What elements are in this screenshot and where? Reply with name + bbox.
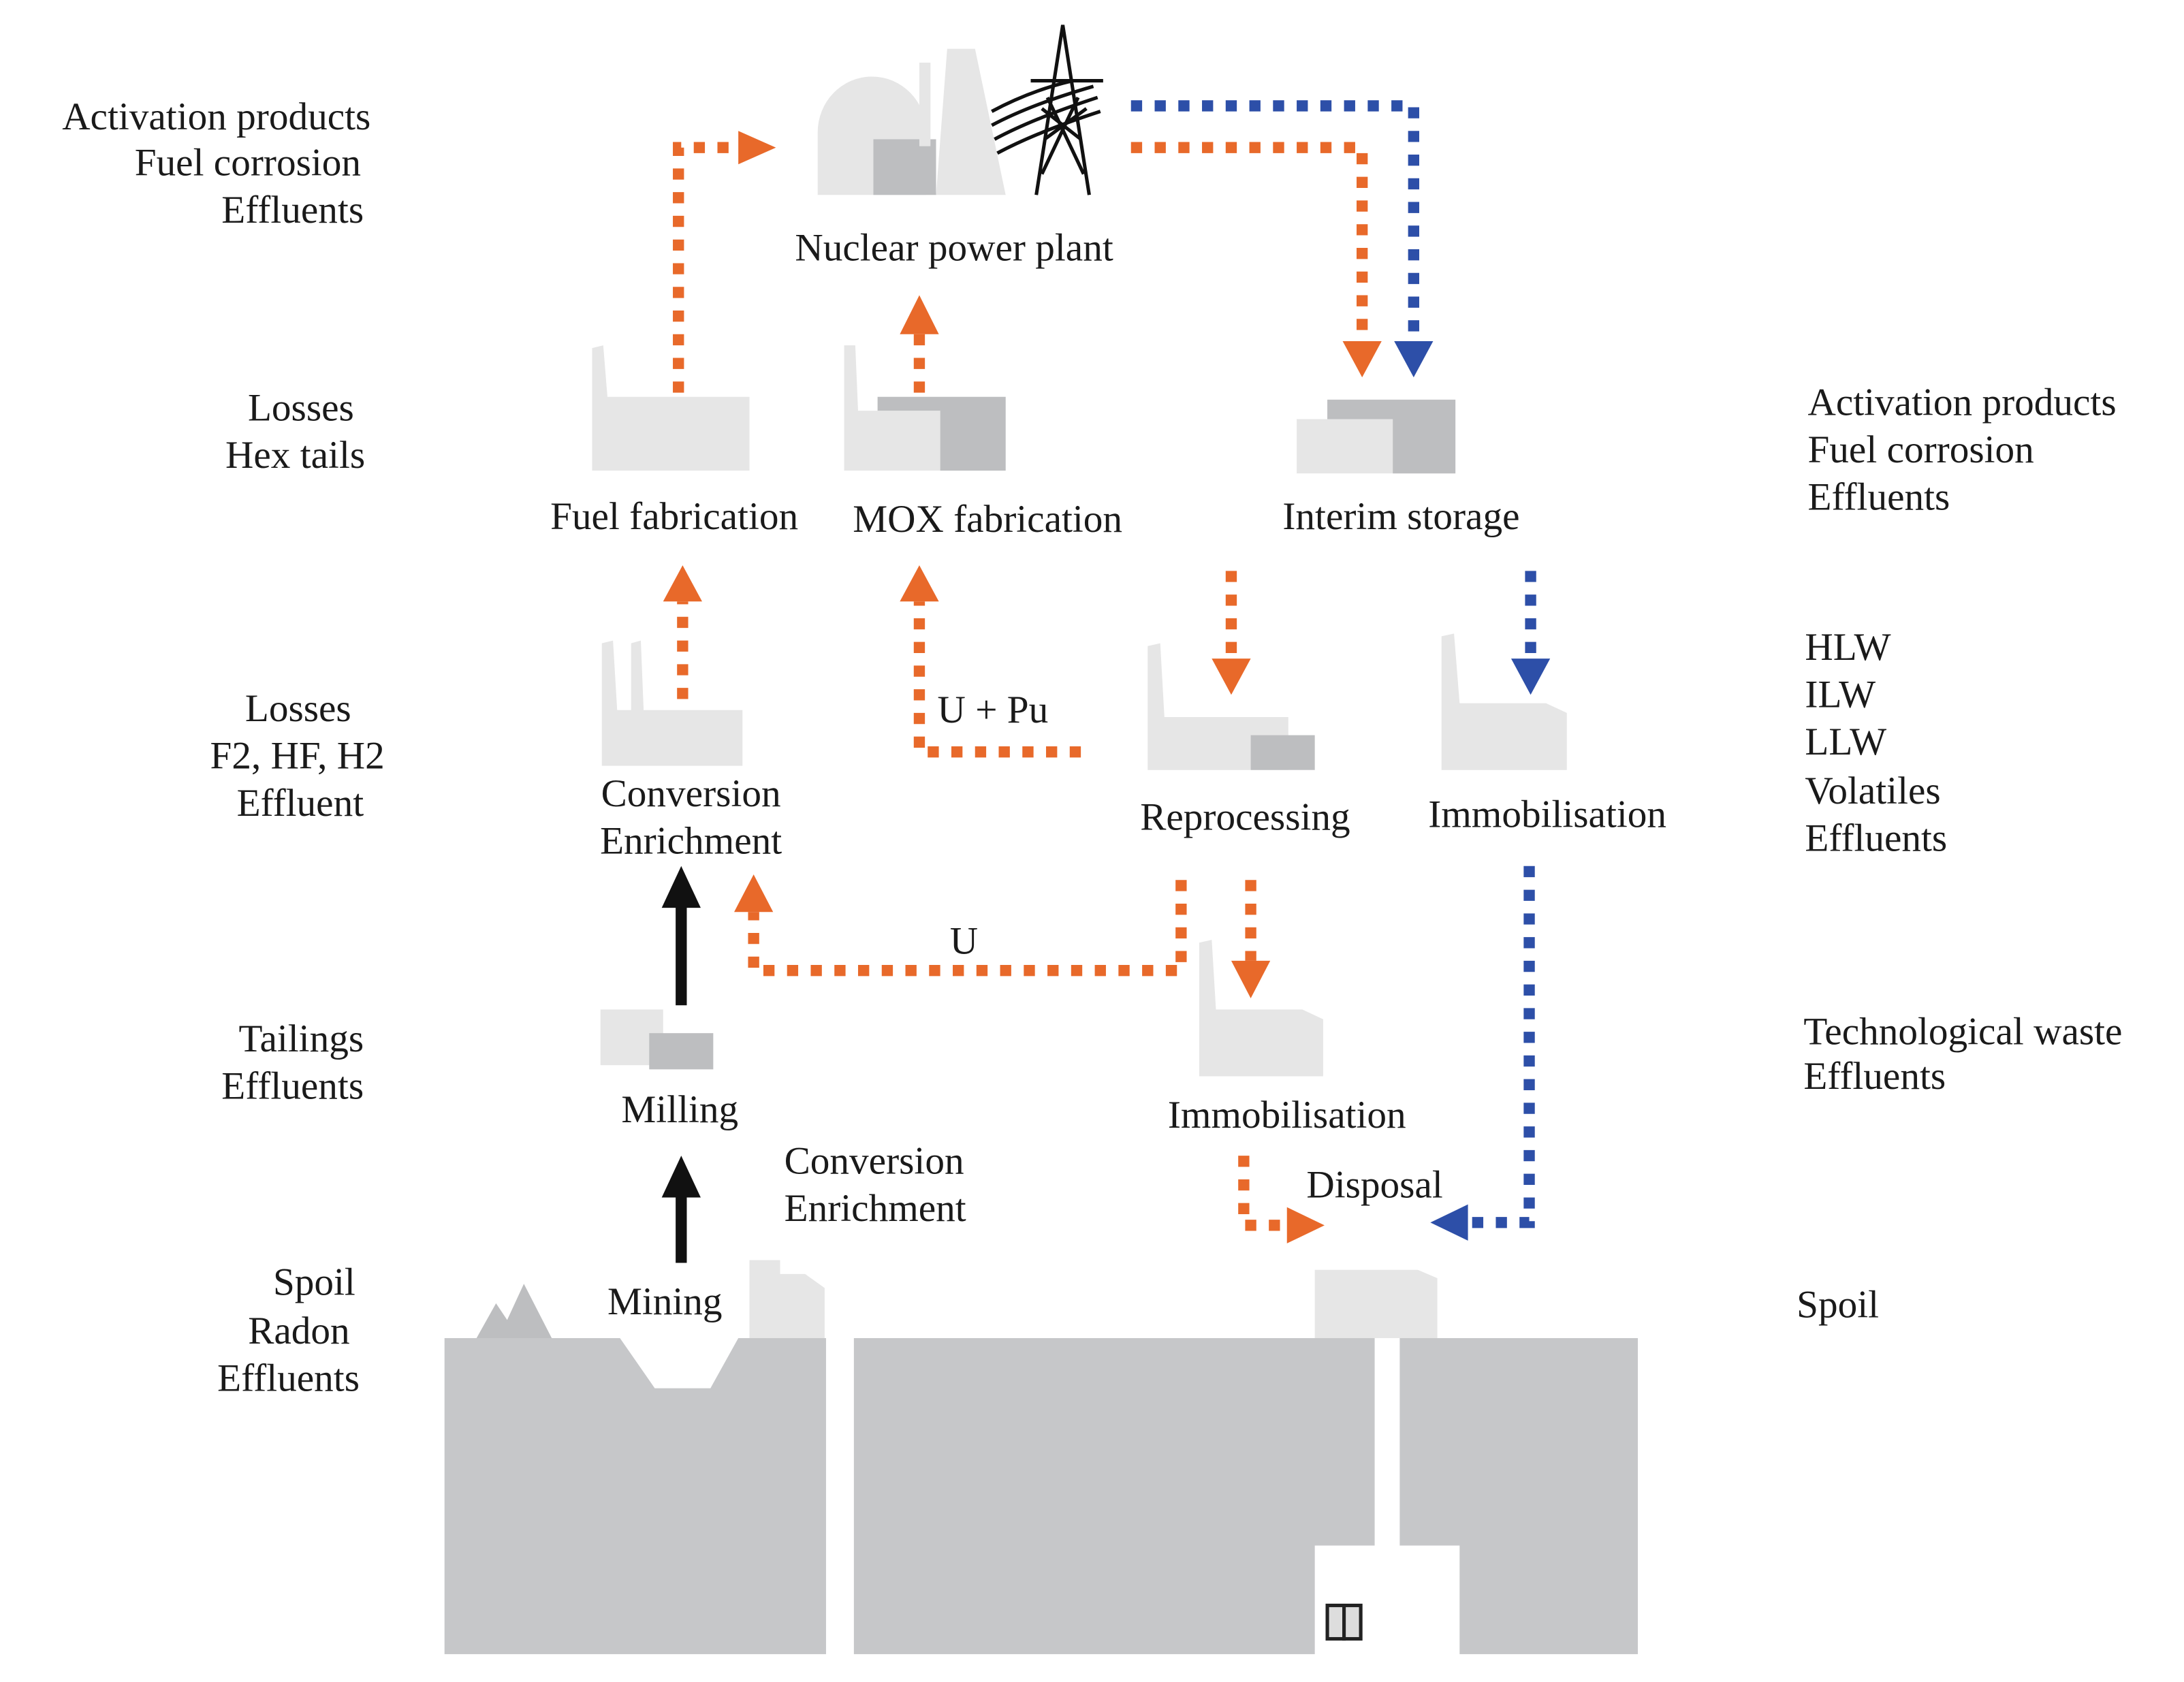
flow-npp-to-storage-orange	[1130, 142, 1382, 378]
flow-npp-to-storage-blue	[1130, 100, 1434, 378]
right-immob-5: Effluents	[1805, 816, 1947, 859]
right-storage-3: Effluents	[1807, 475, 1950, 518]
waste-canister-icon	[1325, 1603, 1363, 1641]
immobilisation-hlw-icon	[1441, 633, 1567, 770]
node-label-enrichment: Enrichment	[600, 819, 782, 862]
right-storage-1: Activation products	[1807, 381, 2116, 424]
conversion-note-2: Enrichment	[785, 1187, 966, 1230]
left-mine-3: Effluents	[217, 1357, 360, 1400]
immobilisation-low-icon	[1199, 940, 1323, 1077]
flow-u-recycle	[734, 874, 1187, 977]
left-labels: Activation products Fuel corrosion Efflu…	[62, 95, 385, 1400]
nuclear-power-plant-icon	[817, 25, 1103, 195]
right-lowimmob-2: Effluents	[1803, 1055, 1946, 1098]
reprocessing-icon	[1148, 643, 1315, 770]
conversion-note-1: Conversion	[785, 1140, 964, 1183]
flow-reprocessing-to-immobilisation	[1231, 880, 1271, 999]
node-label-milling: Milling	[621, 1088, 738, 1131]
left-mine-1: Spoil	[273, 1261, 355, 1304]
flow-u-pu	[900, 565, 1081, 758]
mox-fabrication-icon	[844, 345, 1006, 471]
power-pylon-icon	[991, 25, 1103, 195]
node-label-immobilisation-hlw: Immobilisation	[1428, 793, 1666, 836]
conversion-enrichment-icon	[601, 640, 743, 766]
flow-label-u-pu: U + Pu	[938, 688, 1049, 731]
node-label-npp: Nuclear power plant	[795, 226, 1113, 269]
node-label-fuel-fabrication: Fuel fabrication	[550, 495, 798, 538]
ground-disposal-site	[853, 1269, 1639, 1655]
node-label-reprocessing: Reprocessing	[1140, 796, 1350, 839]
node-label-conversion: Conversion	[601, 772, 781, 815]
left-conv-3: Effluent	[237, 782, 364, 825]
right-disposal-1: Spoil	[1797, 1283, 1879, 1326]
left-mine-2: Radon	[248, 1310, 349, 1352]
flow-immobilisation-to-disposal	[1238, 1156, 1325, 1243]
left-npp-2: Fuel corrosion	[135, 142, 361, 185]
left-fab-1: Losses	[248, 386, 354, 429]
flow-fuel-to-npp	[673, 131, 776, 393]
right-immob-3: LLW	[1805, 720, 1886, 763]
interim-storage-icon	[1297, 399, 1456, 474]
fuel-fabrication-icon	[592, 345, 750, 471]
flow-hlw-to-disposal	[1430, 866, 1535, 1241]
right-immob-1: HLW	[1805, 626, 1890, 669]
node-label-disposal: Disposal	[1306, 1163, 1442, 1206]
right-immob-2: ILW	[1805, 673, 1876, 716]
left-mill-2: Effluents	[221, 1064, 364, 1107]
flow-mining-to-milling	[661, 1156, 701, 1263]
node-label-mox-fabrication: MOX fabrication	[853, 498, 1122, 541]
left-npp-1: Activation products	[62, 95, 370, 138]
right-lowimmob-1: Technological waste	[1803, 1011, 2122, 1053]
flow-mox-to-npp	[900, 295, 939, 393]
left-conv-2: F2, HF, H2	[210, 735, 384, 778]
flow-conversion-to-fuel	[663, 565, 702, 699]
left-fab-2: Hex tails	[225, 434, 365, 477]
right-storage-2: Fuel corrosion	[1807, 428, 2033, 471]
right-immob-4: Volatiles	[1805, 769, 1940, 812]
left-npp-3: Effluents	[221, 189, 364, 232]
node-label-immobilisation-low: Immobilisation	[1168, 1094, 1406, 1137]
flow-label-u: U	[950, 920, 978, 963]
flow-storage-to-immobilisation	[1510, 571, 1551, 695]
left-mill-1: Tailings	[238, 1017, 364, 1060]
left-conv-1: Losses	[245, 687, 351, 730]
node-label-interim-storage: Interim storage	[1282, 495, 1519, 538]
flow-storage-to-reprocessing	[1212, 571, 1251, 695]
node-label-mining: Mining	[607, 1280, 723, 1323]
ground-mining-site	[444, 1260, 826, 1655]
flow-milling-to-conversion	[661, 866, 701, 1006]
right-labels: Activation products Fuel corrosion Efflu…	[1797, 381, 2122, 1326]
milling-icon	[600, 1009, 714, 1070]
